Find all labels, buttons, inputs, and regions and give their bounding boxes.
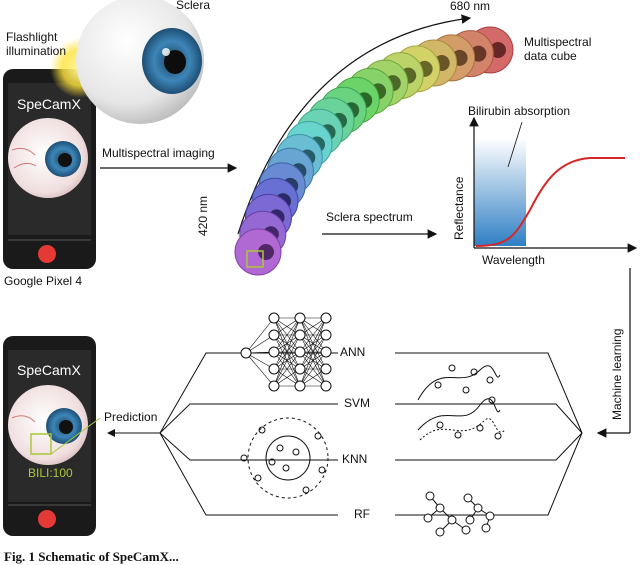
ann-edge (273, 317, 301, 353)
ann-edge (245, 317, 275, 354)
spectral-slice-pupil (490, 42, 506, 58)
record-button-icon (38, 245, 56, 263)
label-svm: SVM (344, 396, 371, 410)
ann-edge (299, 317, 327, 387)
label-device: Google Pixel 4 (4, 274, 83, 288)
bilirubin-band (474, 138, 526, 246)
ann-edge (245, 352, 275, 387)
svm-icon (417, 364, 506, 441)
label-bilirubin-absorption: Bilirubin absorption (468, 104, 571, 118)
label-datacube: Multispectral data cube (524, 35, 592, 63)
roi-box (246, 250, 264, 268)
ann-node (294, 363, 306, 375)
label-reflectance: Reflectance (452, 176, 466, 240)
label-ann: ANN (340, 345, 366, 359)
ann-node (320, 380, 332, 392)
eyeball-icon (76, 0, 204, 124)
ann-node (294, 346, 306, 358)
ann-node (240, 347, 252, 359)
ann-node (268, 363, 280, 375)
ann-edge (273, 317, 301, 387)
ann-node (294, 329, 306, 341)
multispectral-data-cube (234, 26, 514, 276)
ann-node (320, 363, 332, 375)
ann-edge (273, 317, 301, 370)
ann-node (294, 312, 306, 324)
spectrum-curve (475, 157, 625, 247)
random-forest-icon (423, 491, 495, 537)
label-machine-learning: Machine learning (610, 328, 624, 420)
bili-reading: BILI:100 (28, 466, 73, 480)
label-rf: RF (354, 507, 370, 521)
label-wl-bottom: 420 nm (196, 195, 210, 236)
spectral-slice-pupil (258, 244, 274, 260)
ann-node (320, 346, 332, 358)
phone-top (3, 69, 96, 269)
ann-edge (273, 351, 301, 387)
label-sclera-spectrum: Sclera spectrum (326, 210, 413, 224)
ann-edge (273, 334, 301, 387)
app-name-top: SpeCamX (17, 96, 81, 112)
ann-edge (299, 334, 327, 387)
label-multispectral-imaging: Multispectral imaging (102, 146, 215, 160)
knn-icon (240, 417, 329, 499)
label-flashlight: Flashlight illumination (6, 30, 67, 58)
label-knn: KNN (342, 452, 368, 466)
ann-node (268, 346, 280, 358)
reflectance-plot (469, 116, 638, 253)
ann-edge (299, 317, 327, 370)
ann-node (268, 312, 280, 324)
label-wavelength: Wavelength (482, 253, 545, 267)
ann-node (294, 380, 306, 392)
label-wl-top: 680 nm (450, 0, 491, 13)
ml-model-paths (107, 352, 583, 516)
ann-node (268, 380, 280, 392)
ann-node (320, 329, 332, 341)
ann-node (320, 312, 332, 324)
figure-caption: Fig. 1 Schematic of SpeCamX... (4, 549, 179, 564)
ann-node (268, 329, 280, 341)
ann-edge (245, 334, 275, 354)
record-button-icon (38, 510, 56, 528)
wavelength-arc (237, 14, 472, 235)
label-prediction: Prediction (104, 410, 158, 424)
label-sclera: Sclera (176, 0, 211, 12)
ann-edge (299, 351, 327, 387)
neural-network-icon (240, 312, 332, 392)
roi-box-bottom (30, 433, 52, 455)
ann-edge (299, 317, 327, 353)
phone-bottom (3, 336, 101, 536)
app-name-bottom: SpeCamX (17, 362, 81, 378)
